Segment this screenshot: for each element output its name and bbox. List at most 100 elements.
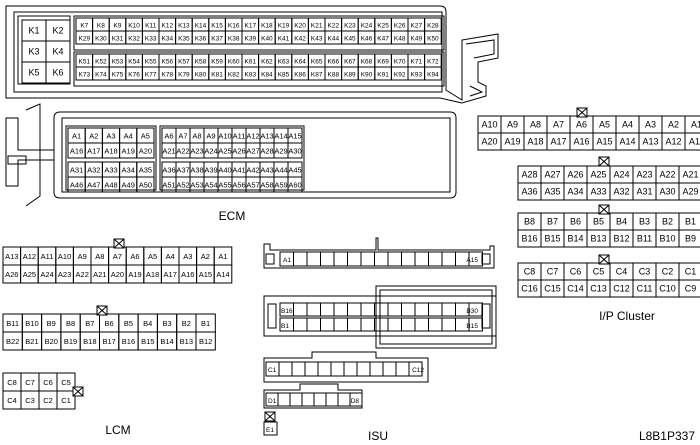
pin-label: A25 [23, 270, 36, 279]
pin-label: C15 [544, 284, 561, 294]
pin-label: K85 [278, 72, 290, 79]
pin-label: C6 [570, 267, 582, 277]
pin-label: A24 [613, 170, 629, 180]
pin-label: B12 [199, 337, 212, 346]
pin-label: K58 [195, 59, 207, 66]
pin-label: B5 [593, 217, 604, 227]
isu-b-latch [267, 303, 277, 329]
pin-label: K78 [162, 72, 174, 79]
pin-label: A15 [199, 270, 212, 279]
pin-cell [320, 302, 335, 317]
pin-label: A46 [70, 181, 83, 190]
pin-label: K65 [311, 59, 323, 66]
pin-label: B9 [685, 234, 696, 244]
pin-label: A3 [106, 132, 115, 141]
isu-connector-a [263, 237, 495, 269]
pin-label: K7 [80, 23, 88, 30]
pin-label: K36 [195, 36, 207, 43]
pin-label: B11 [6, 319, 19, 328]
pin-label: K74 [95, 72, 107, 79]
pin-label: C13 [590, 284, 607, 294]
pin-label: K3 [28, 47, 39, 57]
pin-label: K88 [328, 72, 340, 79]
pin-label: A49 [122, 181, 135, 190]
pin-cell [45, 61, 71, 84]
pin-label: A23 [58, 270, 71, 279]
pin-label: A30 [659, 187, 675, 197]
pin-label: A13 [5, 252, 18, 261]
isu-pin-label: D1 [268, 398, 277, 405]
pin-label: K37 [211, 36, 223, 43]
pin-cell [428, 251, 443, 267]
pin-label: A11 [41, 252, 54, 261]
pin-label: A54 [204, 181, 217, 190]
pin-label: A29 [682, 187, 698, 197]
pin-label: B11 [637, 234, 652, 244]
pin-label: K23 [344, 23, 356, 30]
ecm-label: ECM [219, 209, 246, 223]
pin-label: K71 [411, 59, 423, 66]
pin-label: A29 [274, 147, 287, 156]
pin-label: A15 [288, 132, 301, 141]
pin-label: K77 [145, 72, 157, 79]
pin-label: K40 [261, 36, 273, 43]
pin-label: A37 [176, 166, 189, 175]
pin-cell [424, 30, 442, 45]
pin-label: K75 [112, 72, 124, 79]
pin-label: B21 [25, 337, 38, 346]
pin-label: A5 [141, 132, 150, 141]
pin-label: K45 [344, 36, 356, 43]
pin-label: C5 [61, 378, 71, 387]
pin-cell [333, 317, 348, 332]
pin-cell [678, 182, 700, 201]
pin-label: K28 [427, 23, 439, 30]
pin-label: K94 [427, 72, 439, 79]
pin-label: A21 [162, 147, 175, 156]
pin-cell [387, 302, 402, 317]
pin-label: A16 [573, 137, 589, 147]
pin-cell [333, 302, 348, 317]
pin-label: K31 [112, 36, 124, 43]
pin-cell [277, 392, 291, 407]
pin-label: C2 [43, 396, 53, 405]
pin-label: A8 [530, 120, 541, 130]
pin-label: K2 [52, 26, 63, 36]
pin-cell [195, 331, 216, 351]
pin-label: B9 [47, 319, 56, 328]
isu-connector-d [263, 383, 363, 409]
pin-label: B8 [66, 319, 75, 328]
pin-label: B13 [180, 337, 193, 346]
pin-label: B1 [201, 319, 210, 328]
pin-label: K73 [79, 72, 91, 79]
pin-label: K25 [377, 23, 389, 30]
pin-label: K69 [377, 59, 389, 66]
pin-label: A9 [206, 132, 215, 141]
pin-label: B16 [521, 234, 537, 244]
pin-label: B15 [544, 234, 560, 244]
pin-label: A22 [176, 147, 189, 156]
pin-cell [387, 251, 402, 267]
pin-label: A1 [72, 132, 81, 141]
pin-cell [349, 392, 363, 407]
pin-label: A13 [260, 132, 273, 141]
pin-label: C3 [639, 267, 651, 277]
pin-label: A28 [260, 147, 273, 156]
isu-a-pins [279, 251, 483, 267]
pin-cell [374, 317, 389, 332]
pin-cell [374, 251, 389, 267]
pin-label: A14 [216, 270, 229, 279]
pin-label: A19 [504, 137, 520, 147]
pin-cell [306, 317, 321, 332]
pin-label: K43 [311, 36, 323, 43]
pin-label: K33 [145, 36, 157, 43]
pin-label: K14 [195, 23, 207, 30]
pin-label: B7 [547, 217, 558, 227]
pin-label: A15 [596, 137, 612, 147]
pin-label: K84 [261, 72, 273, 79]
pin-label: A31 [636, 187, 652, 197]
pin-label: K30 [95, 36, 107, 43]
pin-label: A2 [89, 132, 98, 141]
pin-label: B14 [567, 234, 583, 244]
